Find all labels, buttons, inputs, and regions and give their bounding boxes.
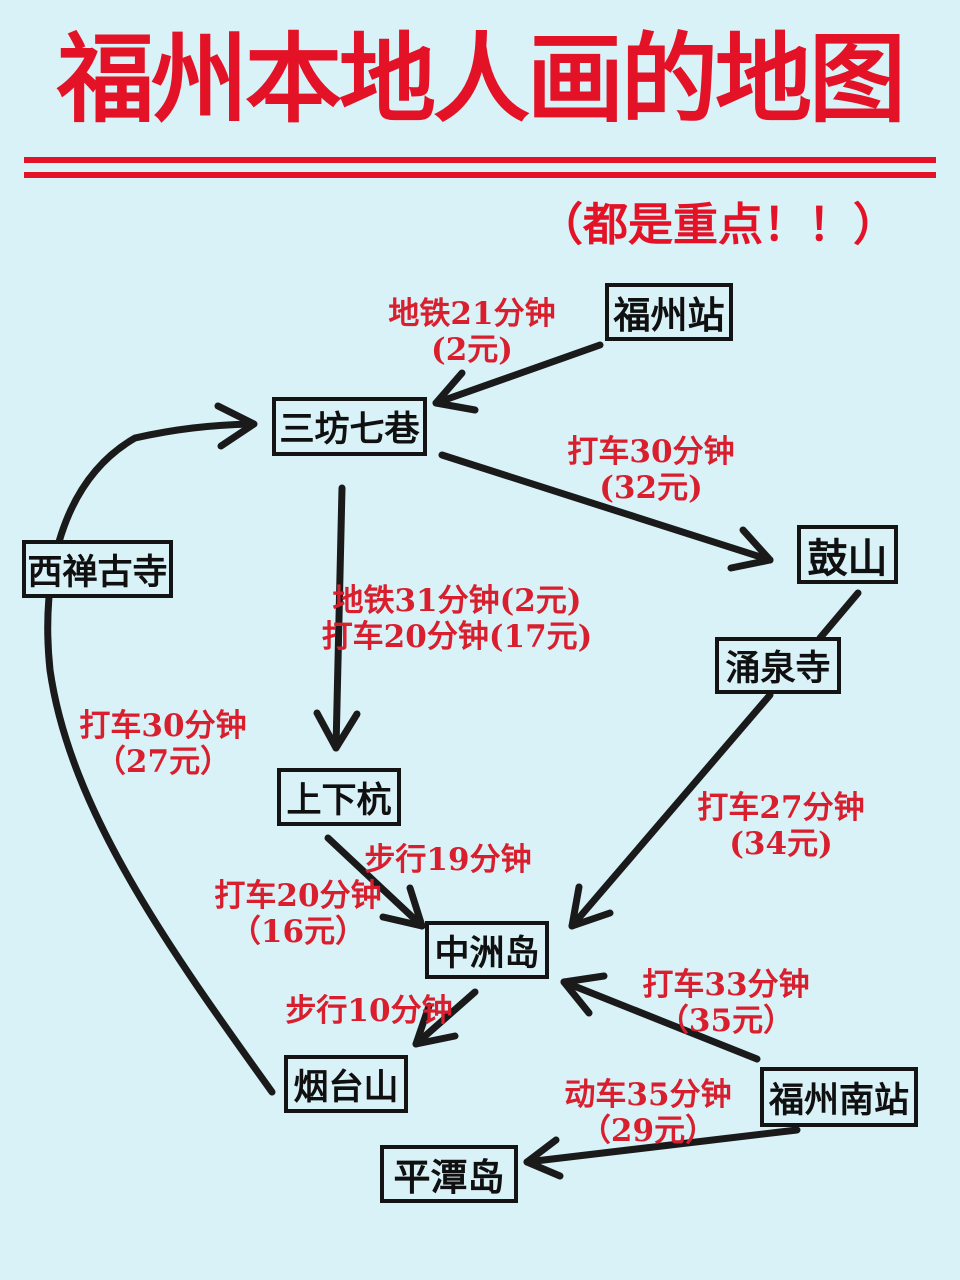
edge-label-line: 动车35分钟 (564, 1077, 732, 1113)
edge-label-line: 步行19分钟 (364, 842, 532, 878)
edge-label-line: 打车33分钟 (642, 967, 810, 1003)
page-title: 福州本地人画的地图 (57, 22, 906, 136)
node-pingtan-island: 平潭岛 (380, 1145, 518, 1203)
arrow-south-to-zhongzhou (560, 978, 761, 1063)
edge-label-line: 打车30分钟 (79, 708, 247, 744)
node-xichan-temple: 西禅古寺 (22, 540, 173, 598)
edge-label-line: 打车20分钟(17元) (321, 618, 593, 655)
edge-label-line: (32元) (599, 469, 703, 506)
edge-label-walk19: 步行19分钟 (364, 842, 532, 879)
curve-yantai-xichan-to-sanfang (44, 420, 276, 1096)
edge-label-line: 地铁21分钟 (388, 296, 556, 332)
node-yongquan-temple: 涌泉寺 (715, 637, 841, 694)
edge-label-line: 步行10分钟 (285, 993, 453, 1029)
arrow-zhongzhou-to-yantai (412, 988, 479, 1048)
edge-label-line: 打车20分钟 (214, 878, 382, 914)
arrow-station-to-sanfang (432, 341, 604, 407)
edge-label-line: (34元) (729, 825, 833, 862)
edge-label-line: （29元） (579, 1112, 717, 1149)
page-subtitle: （都是重点！！） (537, 198, 898, 251)
edge-label-line: 打车30分钟 (567, 434, 735, 470)
arrow-south-to-pingtan (523, 1126, 801, 1166)
node-shangxiahang: 上下杭 (277, 768, 401, 826)
edge-label-taxi30-27: 打车30分钟 （27元） (79, 708, 247, 781)
edge-label-line: 打车27分钟 (697, 790, 865, 826)
edge-label-train35-29: 动车35分钟 （29元） (564, 1077, 732, 1150)
edge-label-line: (2元) (431, 331, 513, 368)
arrowhead-sanfang-to-shangxiahang (313, 709, 361, 752)
node-gushan: 鼓山 (797, 525, 898, 584)
arrowhead-south-to-pingtan (523, 1136, 564, 1180)
node-fuzhou-station: 福州站 (605, 283, 733, 341)
arrowhead-station-to-sanfang (432, 369, 479, 414)
title-double-underline (24, 157, 936, 178)
edge-label-line: （16元） (229, 913, 367, 950)
edge-label-taxi27-34: 打车27分钟 (34元) (697, 790, 865, 863)
edge-label-metro31-taxi20: 地铁31分钟(2元) 打车20分钟(17元) (321, 583, 593, 656)
edge-label-metro21: 地铁21分钟 (2元) (388, 296, 556, 369)
edge-label-taxi33-35: 打车33分钟 （35元） (642, 967, 810, 1040)
node-yantai-mountain: 烟台山 (284, 1055, 408, 1113)
arrowhead-yongquan-to-zhongzhou (568, 883, 614, 930)
arrowhead-curve-to-sanfang (214, 402, 258, 450)
edge-label-line: （27元） (94, 743, 232, 780)
arrowhead-south-to-zhongzhou (560, 972, 608, 1017)
edge-label-walk10: 步行10分钟 (285, 993, 453, 1030)
node-zhongzhou-island: 中洲岛 (425, 921, 549, 979)
arrow-sanfang-to-gushan (438, 451, 774, 564)
node-sanfangqixiang: 三坊七巷 (272, 397, 427, 456)
arrow-sanfang-to-shangxiahang (332, 484, 346, 752)
connector-gushan-yongquan (816, 589, 862, 642)
arrowhead-zhongzhou-to-yantai (412, 1002, 459, 1048)
arrowhead-shangxiahang-to-zhongzhou (379, 884, 426, 930)
arrow-shangxiahang-to-zhongzhou (324, 834, 426, 930)
arrow-yongquan-to-zhongzhou (568, 691, 774, 930)
arrowhead-sanfang-to-gushan (727, 526, 774, 572)
edge-label-taxi30-32: 打车30分钟 (32元) (567, 434, 735, 507)
edge-label-taxi20-16: 打车20分钟 （16元） (214, 878, 382, 951)
edge-label-line: （35元） (657, 1002, 795, 1039)
edge-label-line: 地铁31分钟(2元) (332, 583, 582, 619)
node-fuzhou-south-station: 福州南站 (760, 1067, 918, 1127)
